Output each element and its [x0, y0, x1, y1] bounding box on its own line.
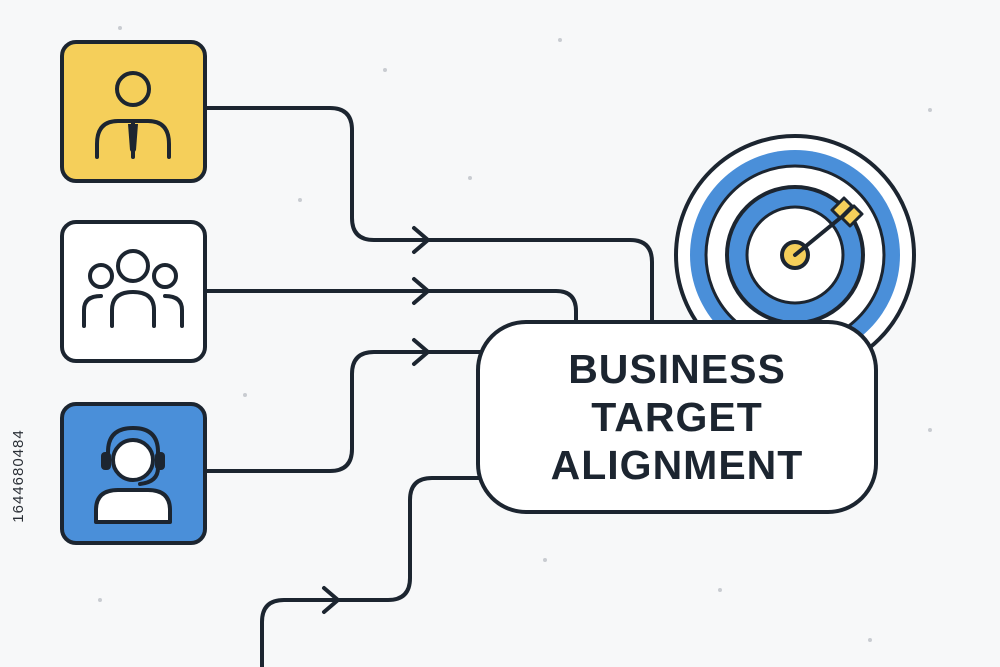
connectors: [203, 106, 654, 667]
arrowhead-2: [412, 277, 430, 305]
businessman-icon: [95, 71, 171, 159]
node-support: [60, 402, 207, 545]
team-icon: [82, 249, 184, 328]
headset-operator-icon: [94, 426, 172, 524]
arrowhead-1: [412, 226, 430, 254]
arrowhead-4: [322, 586, 340, 614]
connector-team: [203, 289, 578, 324]
node-manager: [60, 40, 207, 183]
connector-bottom: [260, 476, 482, 667]
node-team: [60, 220, 207, 363]
side-id-text: 1644680484: [10, 429, 27, 523]
arrowheads: [322, 226, 430, 614]
connector-manager: [203, 106, 654, 324]
main-box: [476, 320, 878, 514]
bullseye-target-icon: [674, 134, 916, 376]
background-dots: [98, 26, 932, 642]
arrow-in-target-icon: [793, 196, 864, 257]
arrowhead-3: [412, 338, 430, 366]
connector-support: [203, 350, 482, 473]
